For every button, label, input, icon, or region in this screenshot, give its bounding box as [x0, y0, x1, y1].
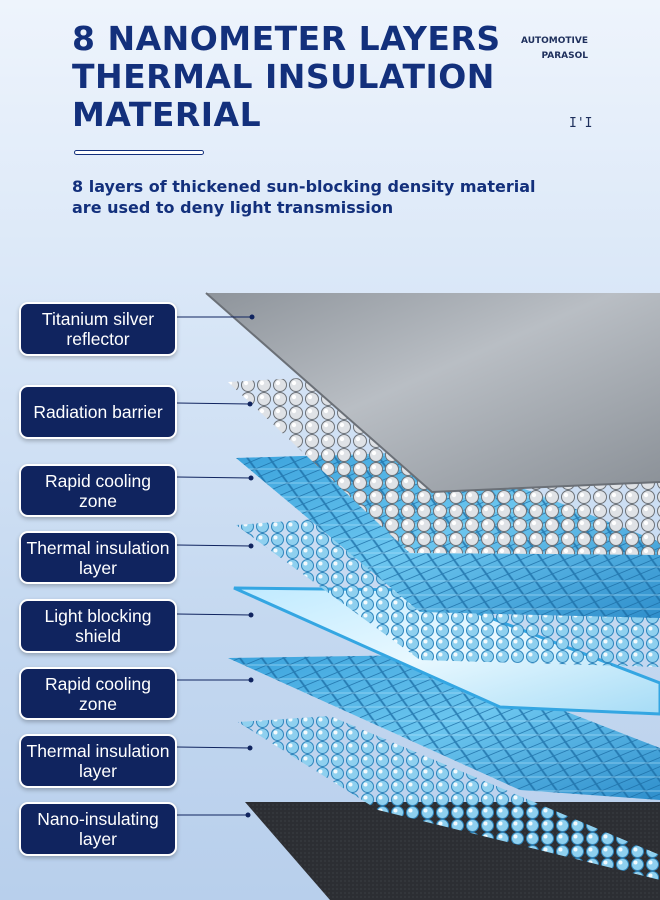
label-text: Light blocking shield	[44, 606, 152, 646]
subtitle: 8 layers of thickened sun-blocking densi…	[72, 176, 592, 218]
label-rapid-cooling-zone-1: Rapid cooling zone	[19, 464, 177, 517]
title-line-3: MATERIAL	[72, 95, 262, 134]
layer-titanium-reflector-shape	[206, 293, 660, 492]
label-thermal-insulation-layer-2: Thermal insulation layer	[19, 734, 177, 788]
label-text: Titanium silver reflector	[41, 309, 155, 349]
label-text: Thermal insulation layer	[26, 537, 170, 578]
label-nano-insulating-layer: Nano-insulating layer	[19, 802, 177, 856]
connector-dot-3	[248, 475, 254, 481]
connector-dot-4	[248, 543, 254, 549]
brand-line-2: PARASOL	[541, 51, 589, 61]
label-light-blocking-shield: Light blocking shield	[19, 599, 177, 653]
layer-titanium-reflector-edge	[205, 292, 660, 494]
title-divider	[74, 150, 204, 155]
connector-line-7	[176, 746, 251, 749]
label-text: Rapid cooling zone	[44, 470, 152, 511]
label-thermal-insulation-layer-1: Thermal insulation layer	[19, 531, 177, 584]
connector-dots	[245, 314, 255, 818]
connector-line-4	[176, 544, 252, 547]
connector-dot-6	[248, 677, 254, 683]
connector-line-5	[176, 613, 252, 616]
label-text: Radiation barrier	[33, 402, 163, 422]
brand-text: AUTOMOTIVE PARASOL	[521, 34, 588, 64]
subtitle-line-1: 8 layers of thickened sun-blocking densi…	[72, 177, 536, 196]
brand-line-1: AUTOMOTIVE	[521, 36, 588, 46]
label-text: Rapid cooling zone	[44, 673, 152, 714]
connector-lines	[176, 316, 252, 816]
label-radiation-barrier: Radiation barrier	[19, 385, 177, 439]
label-titanium-silver-reflector: Titanium silver reflector	[19, 302, 177, 356]
connector-dot-2	[247, 401, 253, 407]
brand-mark-icon: I'I	[569, 116, 593, 131]
connector-dot-1	[249, 314, 255, 320]
connector-line-2	[176, 402, 251, 405]
connector-dot-8	[245, 812, 251, 818]
label-rapid-cooling-zone-2: Rapid cooling zone	[19, 667, 177, 720]
connector-dot-5	[248, 612, 254, 618]
connector-dot-7	[247, 745, 253, 751]
connector-line-3	[176, 476, 252, 479]
label-text: Nano-insulating layer	[37, 809, 159, 849]
label-text: Thermal insulation layer	[26, 741, 170, 781]
title-line-2: THERMAL INSULATION	[72, 57, 495, 96]
subtitle-line-2: are used to deny light transmission	[72, 198, 394, 217]
title-line-1: 8 NANOMETER LAYERS	[72, 19, 501, 58]
layer-rapid-cooling-2-texture	[228, 655, 660, 800]
layer-thermal-insulation-2-shape	[238, 716, 660, 880]
page-title: 8 NANOMETER LAYERS THERMAL INSULATION MA…	[72, 20, 502, 134]
